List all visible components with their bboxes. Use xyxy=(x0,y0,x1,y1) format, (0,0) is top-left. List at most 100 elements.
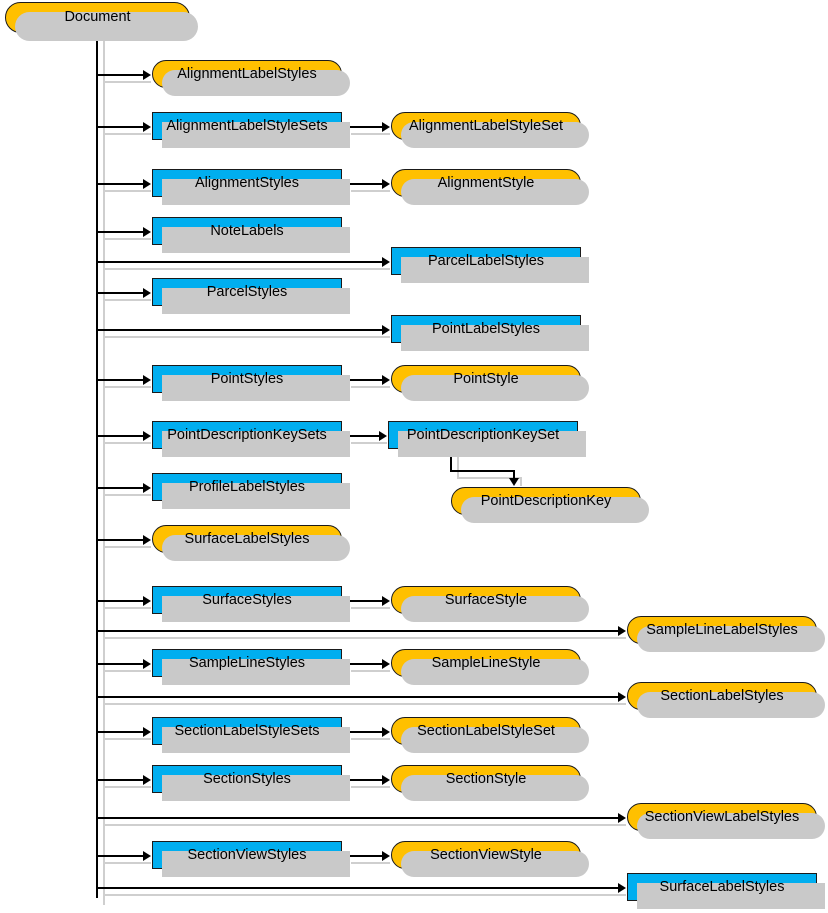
connector-shadow xyxy=(351,862,390,864)
connector-shadow xyxy=(105,824,626,826)
edge-document-to-surfacelabelstyles_bottom xyxy=(98,887,619,889)
node-label: PointDescriptionKeySets xyxy=(167,426,327,443)
edge-pdks-to-pdk-down xyxy=(450,449,452,470)
node-label: Document xyxy=(64,9,131,26)
node-sectionstyles[interactable]: SectionStyles xyxy=(152,765,350,801)
arrowhead-sectionviewstyles xyxy=(143,851,151,861)
node-root[interactable]: Document xyxy=(5,2,198,41)
node-alignmentlabelstyles[interactable]: AlignmentLabelStyles xyxy=(152,60,350,96)
node-pointlabelstyles[interactable]: PointLabelStyles xyxy=(391,315,589,351)
arrowhead-samplelinelabelstyles xyxy=(618,626,626,636)
node-samplelinestyle[interactable]: SampleLineStyle xyxy=(391,649,589,685)
connector-shadow xyxy=(105,238,151,240)
arrowhead-alignmentlabelstyleset xyxy=(382,122,390,132)
node-sectionviewlabelstyles[interactable]: SectionViewLabelStyles xyxy=(627,803,825,839)
node-label: ParcelLabelStyles xyxy=(427,252,545,269)
edge-samplelinestyles-to-samplelinestyle xyxy=(344,663,383,665)
node-label: PointStyles xyxy=(210,370,284,387)
node-surfacestyle[interactable]: SurfaceStyle xyxy=(391,586,589,622)
node-pointdescriptionkeysets[interactable]: PointDescriptionKeySets xyxy=(152,421,350,457)
node-label: SectionStyles xyxy=(203,770,291,787)
node-profilelabelstyles[interactable]: ProfileLabelStyles xyxy=(152,473,350,509)
arrowhead-pointstyles xyxy=(143,375,151,385)
arrowhead-alignmentlabelstyles xyxy=(143,70,151,80)
node-notelabels[interactable]: NoteLabels xyxy=(152,217,350,253)
arrowhead-sectionstyles xyxy=(143,775,151,785)
arrowhead-alignmentstyles xyxy=(143,179,151,189)
edge-document-to-samplelinelabelstyles xyxy=(98,630,619,632)
edge-sectionstyles-to-sectionstyle xyxy=(344,779,383,781)
arrowhead-pointdescriptionkeysets xyxy=(143,431,151,441)
arrowhead-parcelstyles xyxy=(143,288,151,298)
arrowhead-sectionlabelstylesets xyxy=(143,727,151,737)
edge-pointstyles-to-pointstyle xyxy=(344,379,383,381)
edge-sectionviewstyles-to-sectionviewstyle xyxy=(344,855,383,857)
node-label: ParcelStyles xyxy=(206,283,288,300)
connector-shadow xyxy=(105,133,151,135)
node-label: AlignmentStyle xyxy=(437,174,535,191)
node-pointstyles[interactable]: PointStyles xyxy=(152,365,350,401)
arrowhead-pointdescriptionkeyset xyxy=(379,431,387,441)
connector-shadow xyxy=(105,862,151,864)
edge-document-to-notelabels xyxy=(98,231,144,233)
arrowhead-parcellabelstyles xyxy=(382,257,390,267)
connector-shadow xyxy=(105,190,151,192)
edge-sectionlabelstylesets-to-sectionlabelstyleset xyxy=(344,731,383,733)
node-surfacestyles[interactable]: SurfaceStyles xyxy=(152,586,350,622)
edge-pointdescriptionkeysets-to-pointdescriptionkeyset xyxy=(344,435,380,437)
node-label: SectionViewStyle xyxy=(430,846,542,863)
node-samplelinestyles[interactable]: SampleLineStyles xyxy=(152,649,350,685)
edge-document-to-sectionstyles xyxy=(98,779,144,781)
edge-surfacestyles-to-surfacestyle xyxy=(344,600,383,602)
node-pointdescriptionkey[interactable]: PointDescriptionKey xyxy=(451,487,649,523)
arrowhead-profilelabelstyles xyxy=(143,483,151,493)
node-alignmentlabelstylesets[interactable]: AlignmentLabelStyleSets xyxy=(152,112,350,148)
node-label: ProfileLabelStyles xyxy=(188,478,306,495)
node-alignmentstyles[interactable]: AlignmentStyles xyxy=(152,169,350,205)
node-label: SurfaceLabelStyles xyxy=(184,530,310,547)
node-alignmentlabelstyleset[interactable]: AlignmentLabelStyleSet xyxy=(391,112,589,148)
node-pointdescriptionkeyset[interactable]: PointDescriptionKeySet xyxy=(388,421,586,457)
edge-document-to-alignmentstyles xyxy=(98,183,144,185)
node-alignmentstyle[interactable]: AlignmentStyle xyxy=(391,169,589,205)
arrowhead-notelabels xyxy=(143,227,151,237)
node-label: SurfaceLabelStyles xyxy=(659,878,785,895)
node-parcelstyles[interactable]: ParcelStyles xyxy=(152,278,350,314)
node-parcellabelstyles[interactable]: ParcelLabelStyles xyxy=(391,247,589,283)
node-label: SectionLabelStyles xyxy=(660,687,784,704)
node-label: AlignmentStyles xyxy=(195,174,299,191)
node-surfacelabelstyles_top[interactable]: SurfaceLabelStyles xyxy=(152,525,350,561)
connector-shadow xyxy=(457,477,520,479)
node-sectionstyle[interactable]: SectionStyle xyxy=(391,765,589,801)
connector-shadow xyxy=(351,670,390,672)
edge-document-to-samplelinestyles xyxy=(98,663,144,665)
edge-alignmentlabelstylesets-to-alignmentlabelstyleset xyxy=(344,126,383,128)
arrowhead-surfacestyle xyxy=(382,596,390,606)
node-sectionviewstyles[interactable]: SectionViewStyles xyxy=(152,841,350,877)
node-surfacelabelstyles_bottom[interactable]: SurfaceLabelStyles xyxy=(627,873,825,909)
node-label: NoteLabels xyxy=(210,222,284,239)
connector-shadow xyxy=(103,40,105,905)
node-label: SectionLabelStyleSet xyxy=(417,722,555,739)
trunk-line xyxy=(96,33,98,898)
arrowhead-samplelinestyle xyxy=(382,659,390,669)
node-label: SurfaceStyle xyxy=(444,591,528,608)
node-sectionviewstyle[interactable]: SectionViewStyle xyxy=(391,841,589,877)
node-sectionlabelstylesets[interactable]: SectionLabelStyleSets xyxy=(152,717,350,753)
node-sectionlabelstyles[interactable]: SectionLabelStyles xyxy=(627,682,825,718)
node-pointstyle[interactable]: PointStyle xyxy=(391,365,589,401)
edge-document-to-surfacestyles xyxy=(98,600,144,602)
node-sectionlabelstyleset[interactable]: SectionLabelStyleSet xyxy=(391,717,589,753)
connector-shadow xyxy=(351,133,390,135)
arrowhead-sectionlabelstyleset xyxy=(382,727,390,737)
node-label: PointDescriptionKey xyxy=(480,492,612,509)
arrowhead-pointlabelstyles xyxy=(382,325,390,335)
arrowhead-pointstyle xyxy=(382,375,390,385)
arrowhead-sectionviewstyle xyxy=(382,851,390,861)
connector-shadow xyxy=(105,442,151,444)
connector-shadow xyxy=(520,477,522,486)
node-label: SampleLineStyles xyxy=(188,654,306,671)
node-samplelinelabelstyles[interactable]: SampleLineLabelStyles xyxy=(627,616,825,652)
arrowhead-pointdescriptionkey xyxy=(509,478,519,486)
